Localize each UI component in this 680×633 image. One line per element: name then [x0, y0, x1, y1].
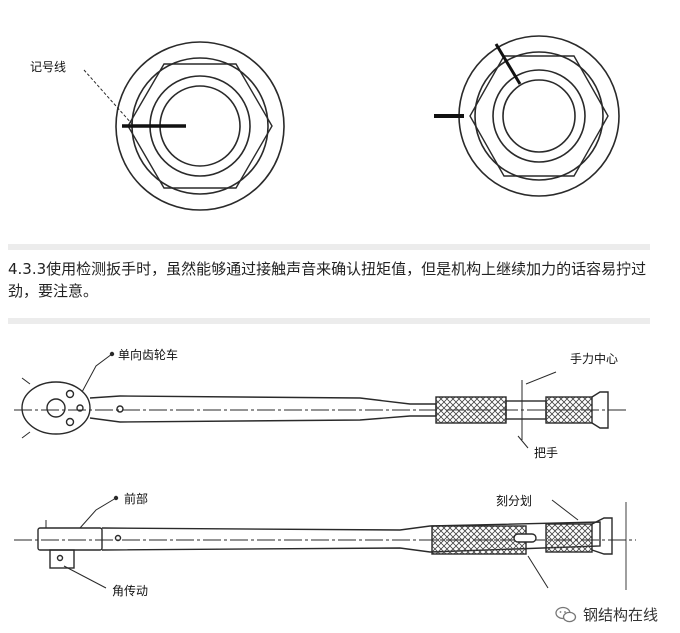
ratchet-wrench-diagram: [14, 351, 626, 449]
nut-mark-figure: [83, 35, 620, 211]
left-nut-diagram: [83, 41, 285, 211]
angle-drive-label: 角传动: [112, 584, 149, 598]
angle-drive-wrench-diagram: [14, 495, 636, 590]
ratchet-label: 单向齿轮车: [118, 348, 179, 362]
handle-label: 把手: [534, 446, 559, 460]
front-label: 前部: [124, 492, 149, 506]
watermark: 钢结构在线: [555, 604, 658, 625]
section-divider: [8, 244, 650, 250]
hand-center-label: 手力中心: [570, 352, 619, 366]
instruction-text: 4.3.3使用检测扳手时，虽然能够通过接触声音来确认扭矩值，但是机构上继续加力的…: [8, 260, 647, 300]
wechat-icon: [555, 606, 577, 622]
section-divider: [8, 318, 650, 324]
scale-label: 刻分划: [496, 494, 533, 508]
watermark-text: 钢结构在线: [582, 606, 658, 624]
mark-line-label: 记号线: [30, 60, 67, 74]
right-nut-diagram: [434, 35, 620, 197]
